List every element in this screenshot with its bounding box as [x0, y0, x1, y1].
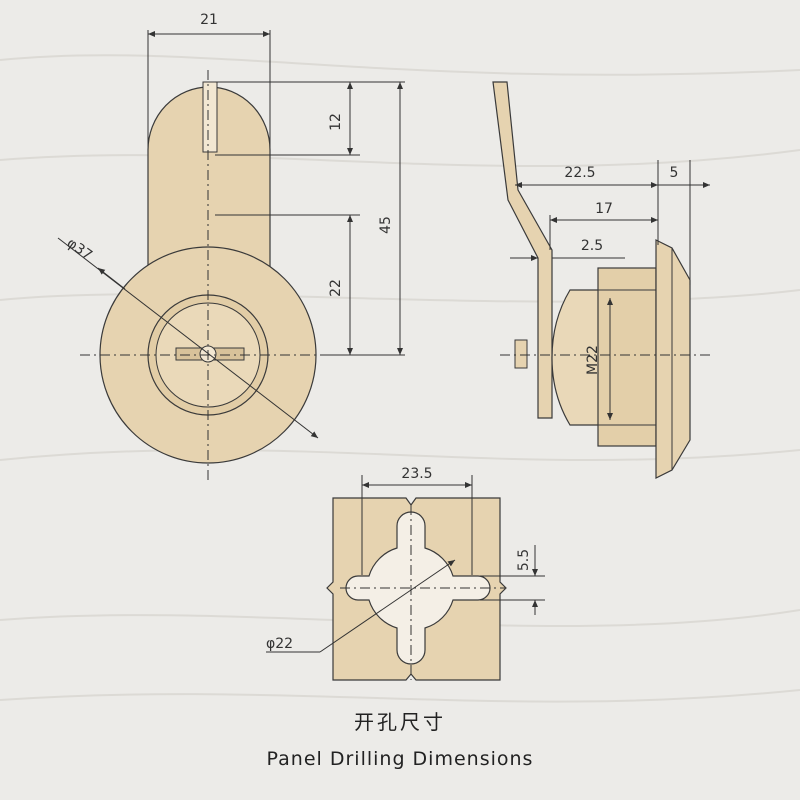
front-view: [80, 70, 335, 480]
dim-key-notch: 5.5: [516, 549, 532, 571]
dim-cam-offset: 22.5: [564, 165, 595, 181]
cam-slot: [202, 81, 218, 153]
side-dimensions: 22.5 5 17 2.5: [510, 160, 710, 285]
drilled-hole: [345, 511, 491, 665]
dim-hole-width: 23.5: [401, 466, 432, 482]
dim-hole-diameter: φ22: [266, 636, 293, 652]
flange: [655, 239, 691, 479]
dim-body-length: 17: [595, 201, 613, 217]
cam-screw: [514, 339, 528, 369]
dim-face-diameter: φ37: [64, 235, 95, 264]
dim-flange-thickness: 5: [670, 165, 679, 181]
dim-total-height: 45: [378, 216, 394, 234]
hex-nut: [597, 267, 657, 447]
dim-thread: M22: [585, 345, 601, 375]
dim-front-width: 21: [200, 12, 218, 28]
dim-slot-height: 12: [328, 113, 344, 131]
dim-lower-height: 22: [328, 279, 344, 297]
panel-drilling-view: 23.5 5.5 φ22: [266, 466, 545, 681]
caption-chinese: 开孔尺寸: [354, 710, 446, 734]
dim-cam-step: 2.5: [581, 238, 603, 254]
caption-english: Panel Drilling Dimensions: [266, 748, 534, 770]
side-view: M22: [492, 81, 710, 479]
cam-arm-side: [492, 81, 553, 419]
